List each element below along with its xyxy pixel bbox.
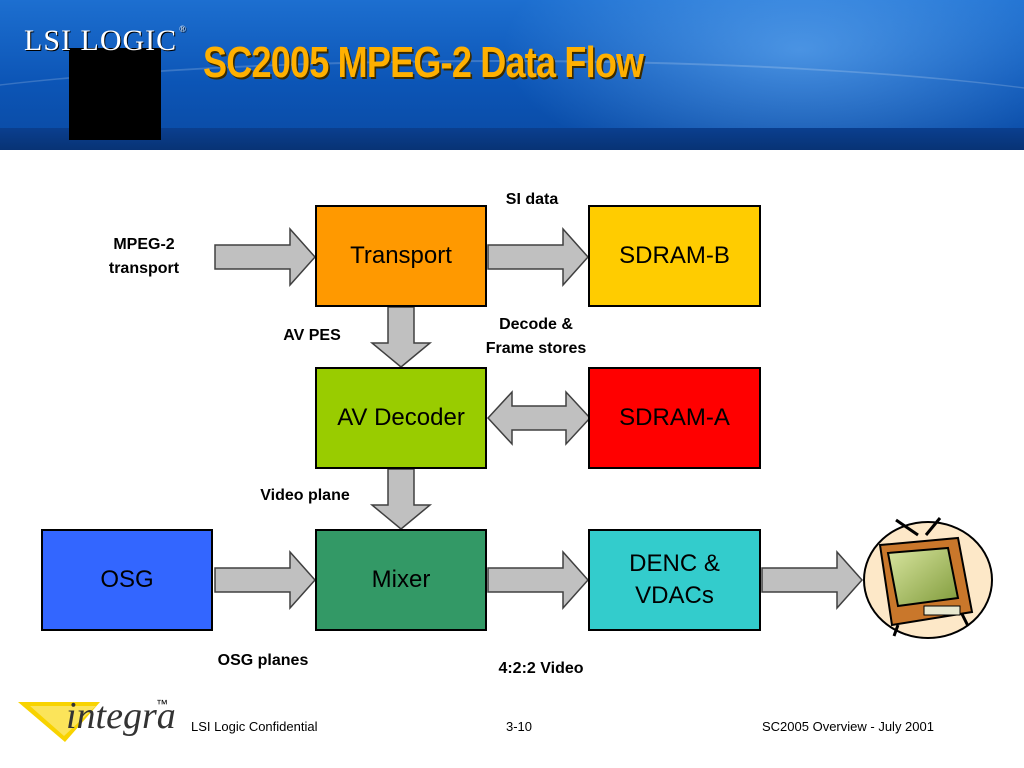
av-pes-label: AV PES: [283, 327, 341, 344]
denc-vdacs-block: DENC & VDACs: [588, 529, 761, 631]
sdram-b-block: SDRAM-B: [588, 205, 761, 307]
osg-block: OSG: [41, 529, 213, 631]
page-number: 3-10: [506, 719, 533, 734]
lsi-logic-logo: LSI LOGIC®: [24, 24, 187, 57]
arrow-osg-to-mixer: [214, 550, 317, 610]
arrow-av-decoder-to-mixer: [369, 468, 433, 530]
decode-frame-stores-label: Decode & Frame stores: [461, 313, 611, 361]
vdacs-label: VDACs: [635, 582, 714, 609]
integra-logo: integra: [66, 694, 176, 738]
document-info: SC2005 Overview - July 2001: [762, 719, 934, 734]
sdram-b-label: SDRAM-B: [619, 242, 730, 269]
header-bottom-band: [0, 128, 1024, 150]
arrow-transport-to-av-decoder: [369, 306, 433, 368]
osg-label: OSG: [100, 566, 154, 593]
page-title: SC2005 MPEG-2 Data Flow: [203, 38, 644, 87]
arrow-mixer-to-denc: [487, 550, 590, 610]
sdram-a-block: SDRAM-A: [588, 367, 761, 469]
header-swoosh: [0, 60, 1024, 150]
video-plane-label: Video plane: [260, 487, 350, 504]
mixer-block: Mixer: [315, 529, 487, 631]
transport-block: Transport: [315, 205, 487, 307]
video-422-label: 4:2:2 Video: [498, 660, 584, 677]
logo-box: [69, 48, 161, 140]
mpeg2-transport-label: MPEG-2 transport: [92, 233, 196, 281]
arrow-mpeg2-to-transport: [214, 227, 317, 287]
mpeg2-label-line1: MPEG-2: [113, 236, 175, 253]
arrow-transport-to-sdram-b: [487, 227, 590, 287]
av-decoder-label: AV Decoder: [337, 404, 465, 431]
mpeg2-label-line2: transport: [108, 260, 180, 277]
denc-label: DENC &: [629, 550, 720, 577]
av-decoder-block: AV Decoder: [315, 367, 487, 469]
si-data-label: SI data: [505, 191, 559, 208]
decode-label-line2: Frame stores: [485, 340, 587, 357]
osg-planes-label: OSG planes: [217, 652, 309, 669]
trademark-symbol: ™: [156, 697, 168, 711]
header-banner: [0, 0, 1024, 150]
decode-label-line1: Decode &: [499, 316, 573, 333]
mixer-label: Mixer: [371, 566, 431, 593]
sdram-a-label: SDRAM-A: [619, 404, 730, 431]
confidential-notice: LSI Logic Confidential: [191, 719, 318, 734]
television-icon: [863, 517, 993, 639]
transport-label: Transport: [350, 242, 452, 269]
arrow-av-decoder-sdram-a: [486, 390, 592, 446]
arrow-denc-to-tv: [761, 550, 864, 610]
integra-brand-text: integra: [66, 695, 176, 737]
